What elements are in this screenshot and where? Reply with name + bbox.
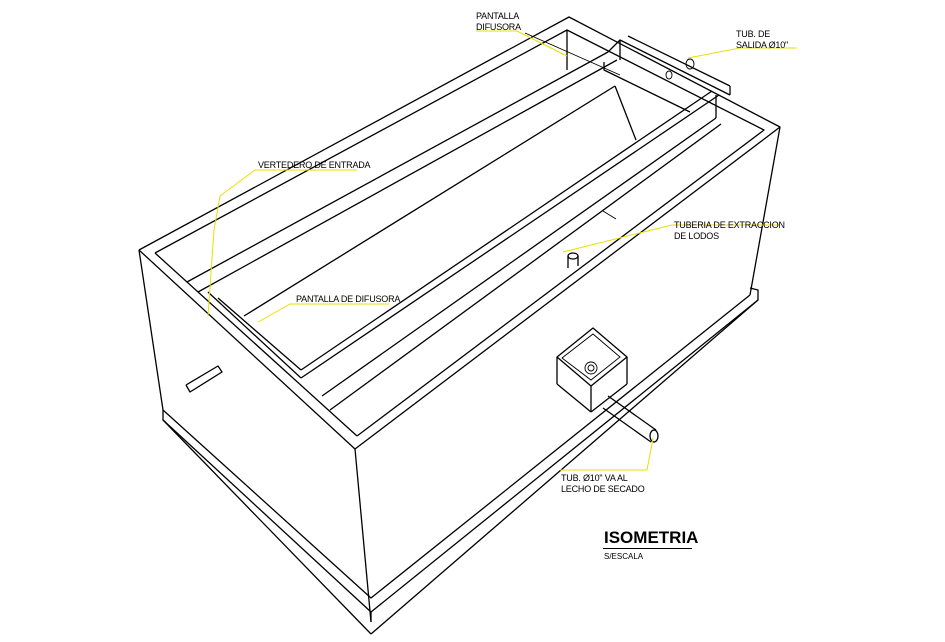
label-tub-salida: TUB. DE SALIDA Ø10" [736,29,789,50]
label-tuberia-extraccion: TUBERIA DE EXTRACCION DE LODOS [674,220,785,241]
drawing-scale: S/ESCALA [604,552,644,561]
tank-outline [138,16,781,635]
drawing-title: ISOMETRIA [604,528,699,547]
label-vertedero-entrada: VERTEDERO DE ENTRADA [258,160,371,170]
label-pantalla-difusora-side: PANTALLA DE DIFUSORA [296,294,401,304]
label-tub-lecho-secado: TUB. Ø10" VA AL LECHO DE SECADO [561,473,645,494]
leader-lines [207,30,797,471]
outlet-pipe [665,58,695,80]
inlet-pipe [185,365,223,393]
inspection-box [556,327,659,443]
inner-walls [186,30,731,411]
sludge-pipe [567,210,617,268]
label-pantalla-difusora-top: PANTALLA DIFUSORA [476,11,521,32]
title-underline [603,548,692,549]
